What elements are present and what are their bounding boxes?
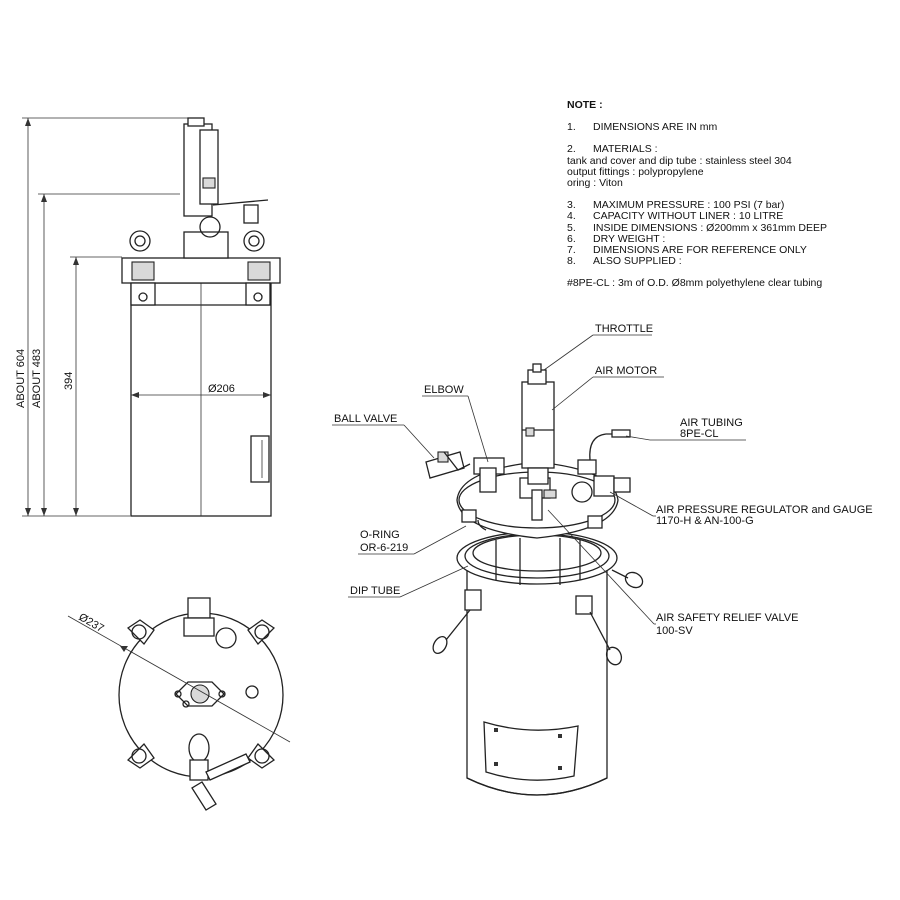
body-height-dim: ABOUT 483 (31, 349, 43, 408)
note-1: 1.DIMENSIONS ARE IN mm (567, 121, 718, 134)
note-4: 4.CAPACITY WITHOUT LINER : 10 LITRE (567, 210, 784, 223)
callouts: THROTTLE AIR MOTOR ELBOW BALL VALVE AIR … (332, 323, 873, 637)
tank-diameter-dim: Ø206 (208, 383, 235, 395)
callout-regulator-code: 1170-H & AN-100-G (656, 515, 754, 527)
callout-ball-valve: BALL VALVE (334, 413, 397, 425)
callout-relief-valve: AIR SAFETY RELIEF VALVE (656, 612, 798, 624)
callout-air-tubing-code: 8PE-CL (680, 428, 719, 440)
note-7: 7.DIMENSIONS ARE FOR REFERENCE ONLY (567, 244, 807, 257)
notes-heading: NOTE : (567, 99, 603, 111)
cover-diameter-dim: Ø237 (77, 611, 106, 635)
callout-regulator: AIR PRESSURE REGULATOR and GAUGE (656, 504, 873, 516)
callout-air-tubing: AIR TUBING (680, 417, 743, 429)
note-2c: oring : Viton (567, 177, 623, 190)
callout-dip-tube: DIP TUBE (350, 585, 400, 597)
note-8: 8.ALSO SUPPLIED : (567, 255, 682, 268)
tank-height-dim: 394 (63, 372, 75, 390)
note-2a: tank and cover and dip tube : stainless … (567, 154, 792, 167)
note-supplied: #8PE-CL : 3m of O.D. Ø8mm polyethylene c… (567, 277, 823, 290)
callout-throttle: THROTTLE (595, 323, 653, 335)
note-6: 6.DRY WEIGHT : (567, 232, 666, 245)
dimension-labels: ABOUT 604 ABOUT 483 394 Ø206 Ø237 (15, 349, 235, 635)
note-5: 5.INSIDE DIMENSIONS : Ø200mm x 361mm DEE… (567, 221, 827, 234)
callout-elbow: ELBOW (424, 384, 464, 396)
top-plan-view (67, 597, 291, 811)
note-3: 3.MAXIMUM PRESSURE : 100 PSI (7 bar) (567, 199, 785, 212)
callout-air-motor: AIR MOTOR (595, 365, 657, 377)
isometric-view (425, 363, 644, 796)
callout-oring: O-RING (360, 529, 400, 541)
overall-height-dim: ABOUT 604 (15, 349, 27, 408)
note-2b: output fittings : polypropylene (567, 165, 704, 178)
front-elevation-view (22, 117, 281, 517)
note-2: 2.MATERIALS : (567, 143, 658, 156)
callout-relief-code: 100-SV (656, 625, 693, 637)
callout-oring-code: OR-6-219 (360, 542, 408, 554)
notes-block: NOTE : 1.DIMENSIONS ARE IN mm 2.MATERIAL… (567, 99, 897, 290)
